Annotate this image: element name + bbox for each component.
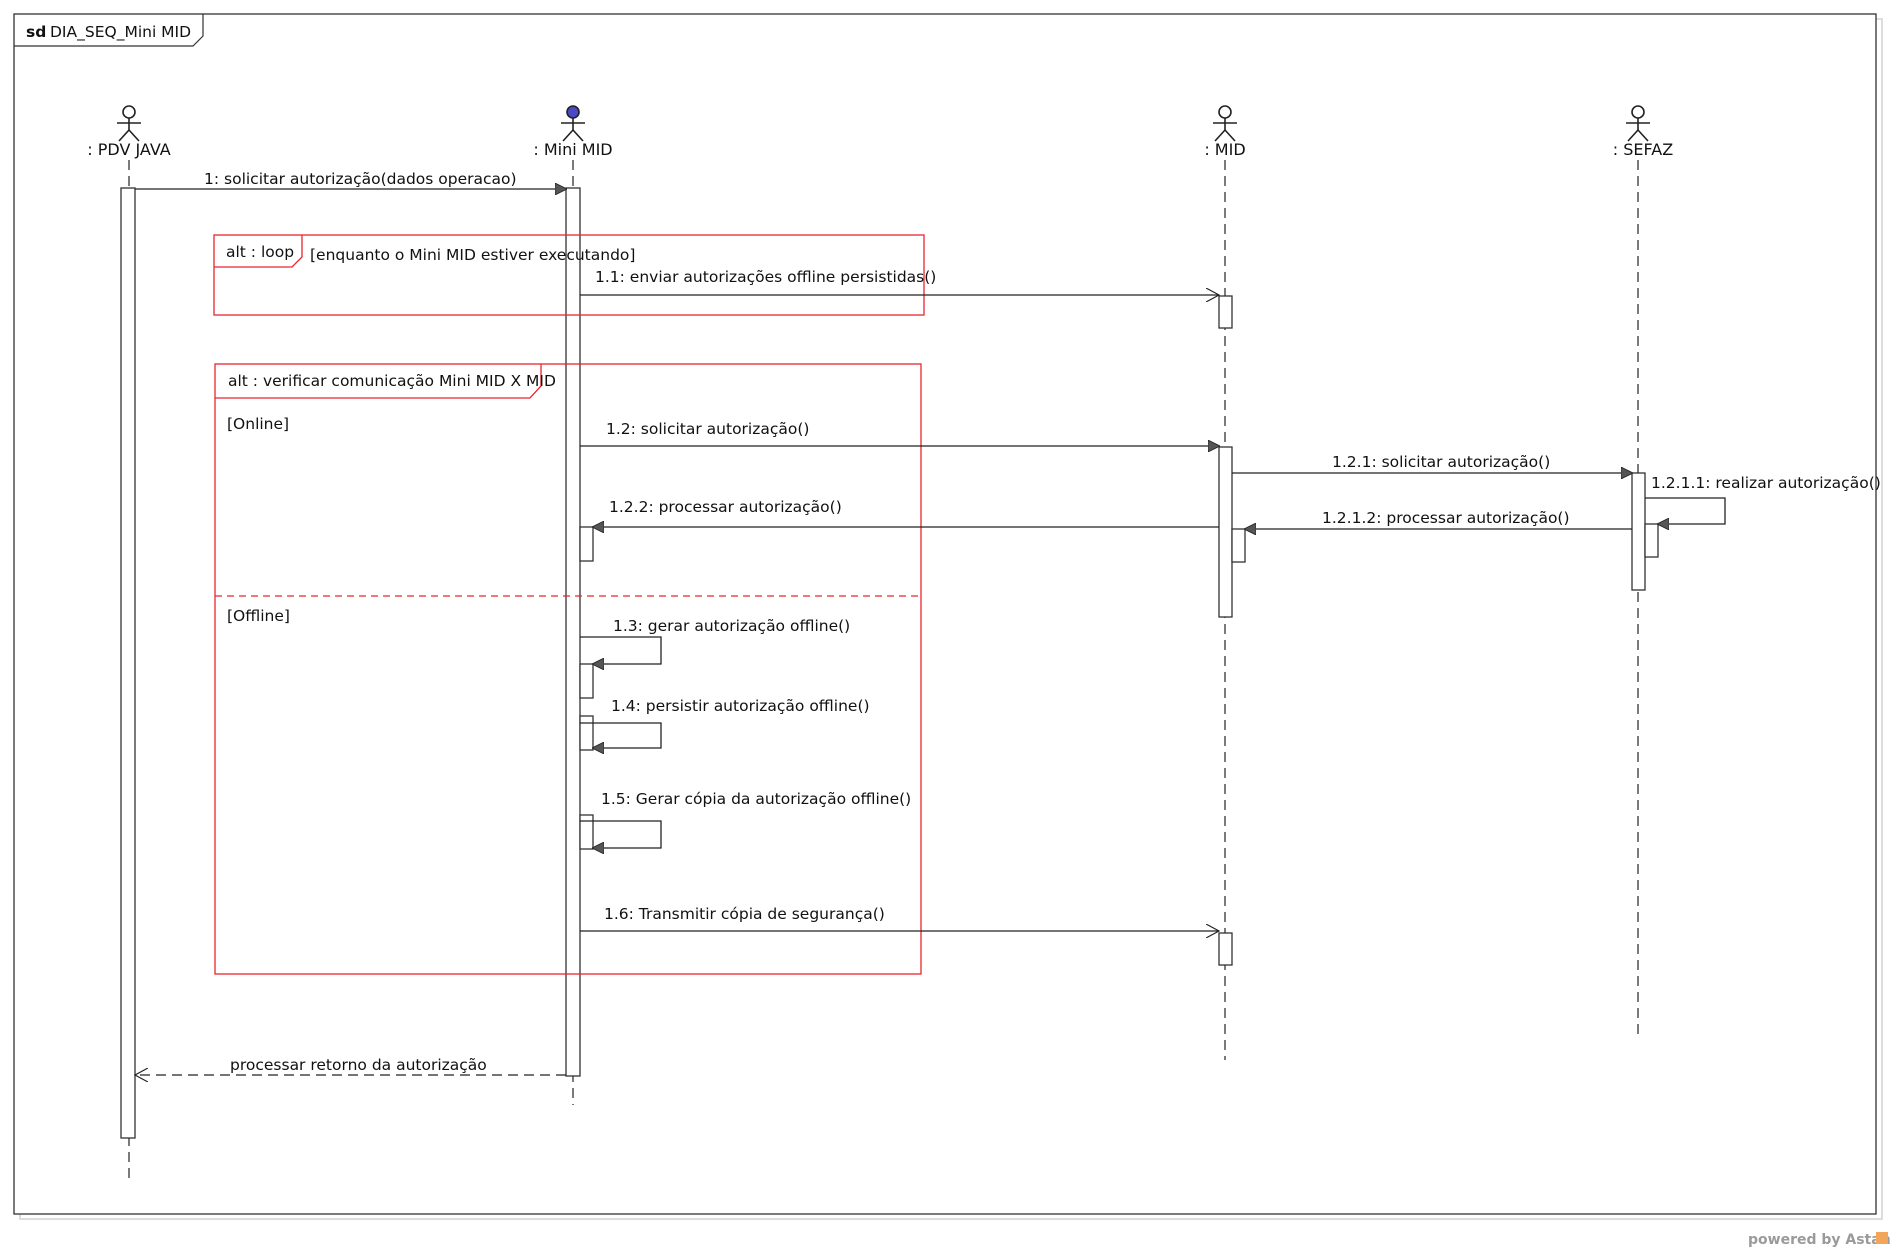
activation-bar-nested — [579, 814, 594, 850]
message-return: processar retorno da autorização — [135, 1056, 566, 1075]
frame-keyword: sd — [26, 23, 46, 41]
activation-bar-nested — [579, 715, 594, 751]
fragment-loop: alt : loop [enquanto o Mini MID estiver … — [213, 234, 925, 316]
actor-icon — [1213, 105, 1237, 142]
frame-title: DIA_SEQ_Mini MID — [50, 23, 191, 42]
fragment-tag: alt : verificar comunicação Mini MID X M… — [228, 372, 556, 390]
activation-bar — [1218, 932, 1233, 966]
message-label: processar retorno da autorização — [230, 1056, 487, 1074]
activation-bar — [1218, 446, 1233, 618]
message-label: 1.2.2: processar autorização() — [609, 498, 842, 516]
actor-icon — [117, 105, 141, 142]
actor-icon — [1626, 105, 1650, 142]
guard-offline: [Offline] — [227, 607, 290, 625]
message-label: 1.2.1: solicitar autorização() — [1332, 453, 1550, 471]
frame-tab — [14, 14, 204, 47]
message-1: 1: solicitar autorização(dados operacao) — [135, 170, 566, 189]
message-1-5: 1.5: Gerar cópia da autorização offline(… — [580, 790, 911, 848]
lifeline-pdv: : PDV JAVA — [87, 105, 171, 1178]
activation-bar — [1218, 295, 1233, 329]
activation-bar-nested — [1231, 528, 1246, 563]
watermark-text: powered by Astah — [1748, 1232, 1891, 1248]
message-label: 1.4: persistir autorização offline() — [611, 697, 870, 715]
diagram-frame — [13, 13, 1877, 1215]
activation-bar-nested — [1644, 523, 1659, 558]
activation-bar-nested — [579, 663, 594, 699]
lifeline-name: : Mini MID — [533, 140, 612, 159]
message-label: 1: solicitar autorização(dados operacao) — [204, 170, 517, 188]
activation-bar — [120, 187, 136, 1139]
lifeline-name: : MID — [1204, 140, 1245, 159]
lifeline-name: : PDV JAVA — [87, 140, 170, 159]
actor-icon — [561, 105, 585, 142]
fragment-tag: alt : loop — [226, 243, 294, 261]
fragment-tab — [214, 235, 303, 268]
fragment-alt: alt : verificar comunicação Mini MID X M… — [214, 363, 922, 975]
lifeline-mid: : MID — [1204, 105, 1246, 1060]
message-label: 1.6: Transmitir cópia de segurança() — [604, 905, 885, 923]
message-1-2-2: 1.2.2: processar autorização() — [593, 498, 1219, 527]
message-1-4: 1.4: persistir autorização offline() — [580, 697, 870, 748]
message-1-3: 1.3: gerar autorização offline() — [580, 617, 850, 664]
activation-bar — [1631, 472, 1646, 591]
message-1-2-1-2: 1.2.1.2: processar autorização() — [1245, 509, 1632, 529]
message-1-2-1: 1.2.1: solicitar autorização() — [1232, 453, 1632, 473]
astah-watermark: powered by Astah — [1748, 1232, 1891, 1248]
lifeline-mini-mid: : Mini MID — [533, 105, 613, 1105]
activation-bar-nested — [579, 526, 594, 562]
fragment-border — [214, 363, 922, 975]
fragment-tab — [215, 364, 542, 399]
message-label: 1.1: enviar autorizações offline persist… — [595, 268, 936, 286]
activation-bar — [565, 187, 581, 1077]
message-1-2: 1.2: solicitar autorização() — [580, 420, 1219, 446]
message-label: 1.2.1.1: realizar autorização() — [1651, 474, 1881, 492]
message-1-2-1-1: 1.2.1.1: realizar autorização() — [1645, 474, 1881, 524]
guard-online: [Online] — [227, 415, 289, 433]
fragment-guard: [enquanto o Mini MID estiver executando] — [310, 246, 635, 264]
message-label: 1.2.1.2: processar autorização() — [1322, 509, 1570, 527]
astah-logo-icon — [1876, 1232, 1888, 1244]
message-label: 1.3: gerar autorização offline() — [613, 617, 850, 635]
message-label: 1.2: solicitar autorização() — [606, 420, 809, 438]
message-label: 1.5: Gerar cópia da autorização offline(… — [601, 790, 911, 808]
message-1-6: 1.6: Transmitir cópia de segurança() — [580, 905, 1219, 931]
lifeline-sefaz: : SEFAZ — [1613, 105, 1673, 1040]
fragment-border — [213, 234, 925, 316]
lifeline-name: : SEFAZ — [1613, 140, 1673, 159]
message-1-1: 1.1: enviar autorizações offline persist… — [580, 268, 1219, 295]
